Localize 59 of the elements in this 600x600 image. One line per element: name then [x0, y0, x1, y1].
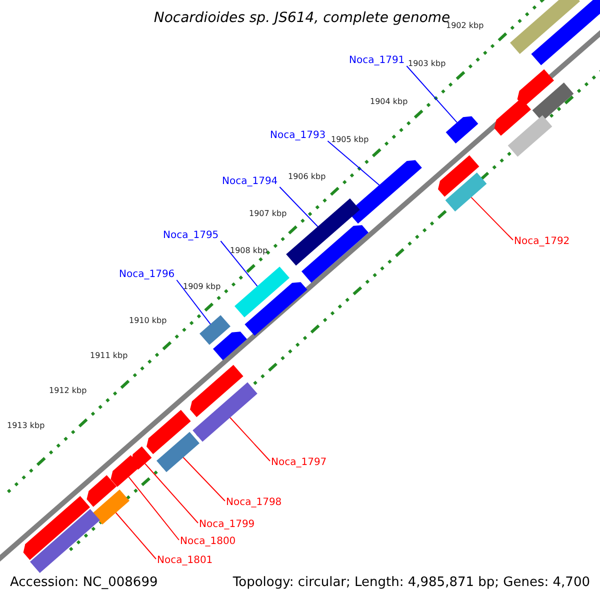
gene-block [23, 496, 90, 560]
scale-label: 1911 kbp [90, 352, 128, 360]
gene-feature-bar [200, 315, 230, 345]
gene-block [190, 364, 244, 418]
gene-feature-bar [445, 172, 487, 212]
gene-block [244, 282, 308, 336]
gene-label: Noca_1796 [119, 270, 175, 280]
gene-label: Noca_1791 [349, 56, 405, 66]
gene-block [446, 116, 478, 144]
gene-label: Noca_1797 [271, 458, 327, 468]
leader-line [144, 463, 198, 524]
leader-line [229, 416, 270, 462]
gene-block [517, 69, 554, 107]
gene-feature-bar [30, 509, 100, 573]
scale-label: 1907 kbp [249, 210, 287, 218]
gene-label: Noca_1793 [270, 131, 326, 141]
scale-label: 1903 kbp [408, 60, 446, 68]
scale-label: 1904 kbp [370, 98, 408, 106]
gene-block [531, 0, 600, 66]
gene-label: Noca_1800 [180, 537, 236, 547]
leader-line [220, 240, 258, 287]
accession-text: Accession: NC_008699 [10, 576, 158, 589]
leader-line [182, 456, 226, 502]
scale-label: 1913 kbp [7, 422, 45, 430]
scale-label: 1908 kbp [230, 247, 268, 255]
gene-block [110, 455, 141, 487]
gene-feature-bar [532, 82, 574, 122]
gene-feature-bar [510, 0, 580, 54]
gene-feature-bar [234, 266, 290, 318]
leader-line [406, 66, 458, 123]
leader-line [115, 512, 156, 560]
leader-line [128, 476, 180, 540]
gene-block [146, 410, 191, 454]
leader-line [279, 186, 318, 228]
gene-label: Noca_1799 [199, 520, 255, 530]
scale-label: 1905 kbp [331, 136, 369, 144]
gene-label: Noca_1794 [222, 177, 278, 187]
gene-label: Noca_1795 [163, 231, 219, 241]
gene-feature-bar [192, 382, 258, 442]
leader-line [176, 280, 212, 325]
gene-feature-bar [92, 490, 130, 524]
gene-block [438, 155, 480, 197]
scale-label: 1906 kbp [288, 173, 326, 181]
genome-info-text: Topology: circular; Length: 4,985,871 bp; Genes: 4,700 [232, 576, 590, 589]
gene-block [86, 475, 117, 507]
scale-label: 1910 kbp [129, 317, 167, 325]
gene-block [494, 98, 531, 136]
leader-line [327, 140, 380, 186]
gene-label: Noca_1798 [226, 498, 282, 508]
gene-feature-bar [286, 198, 360, 266]
scale-label: 1912 kbp [49, 387, 87, 395]
gene-block [213, 332, 247, 360]
gene-feature-bar [156, 432, 200, 472]
leader-line [470, 196, 514, 240]
gene-label: Noca_1801 [157, 556, 213, 566]
gene-feature-bar [508, 115, 552, 157]
scale-label: 1909 kbp [183, 283, 221, 291]
gene-block [302, 225, 368, 283]
gene-label: Noca_1792 [514, 237, 570, 247]
